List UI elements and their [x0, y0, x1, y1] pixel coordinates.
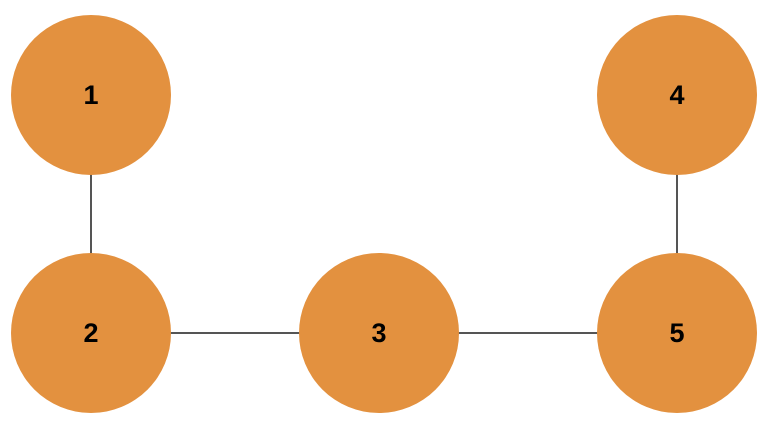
graph-node-2[interactable]: 2: [11, 253, 171, 413]
node-circle-2[interactable]: [11, 253, 171, 413]
graph-node-3[interactable]: 3: [299, 253, 459, 413]
graph-node-1[interactable]: 1: [11, 15, 171, 175]
node-circle-3[interactable]: [299, 253, 459, 413]
graph-node-4[interactable]: 4: [597, 15, 757, 175]
node-circle-1[interactable]: [11, 15, 171, 175]
node-circle-5[interactable]: [597, 253, 757, 413]
graph-node-5[interactable]: 5: [597, 253, 757, 413]
node-circle-4[interactable]: [597, 15, 757, 175]
